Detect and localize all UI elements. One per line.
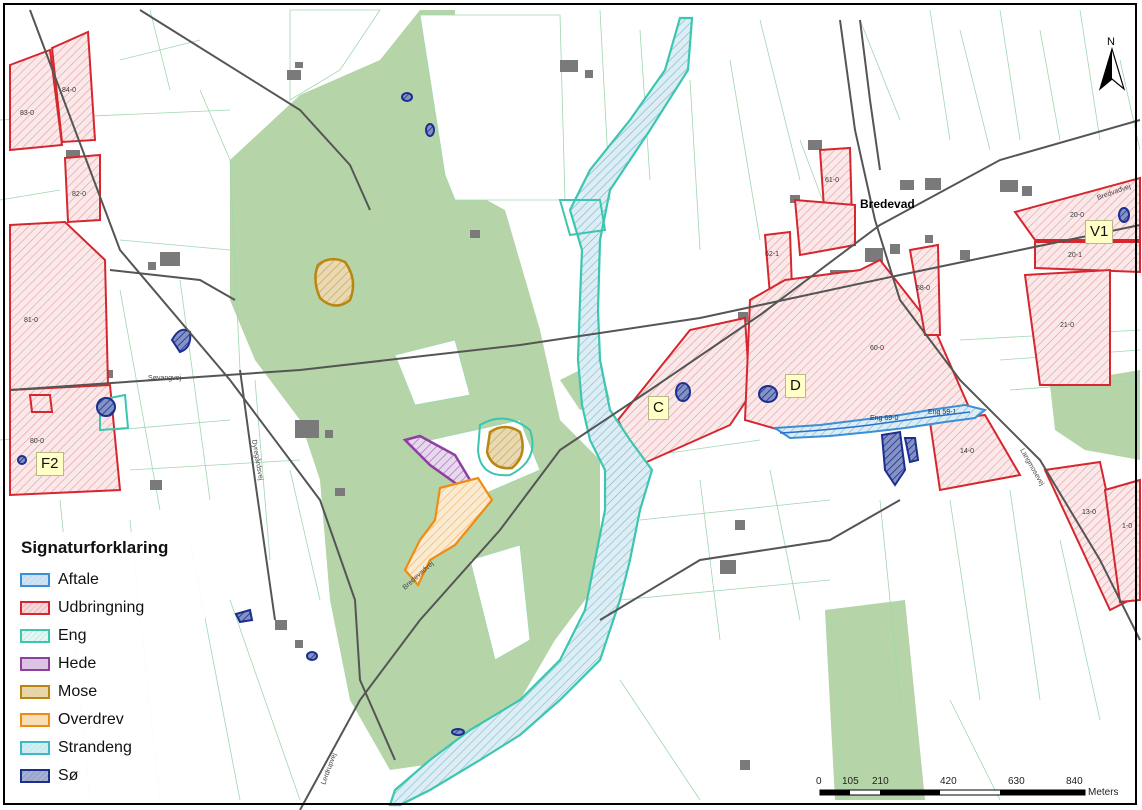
legend-item-eng: Eng bbox=[20, 626, 205, 648]
legend-label: Sø bbox=[58, 767, 79, 784]
scale-bar: 0 105 210 420 630 840 Meters bbox=[816, 776, 1119, 798]
svg-text:61-0: 61-0 bbox=[825, 177, 839, 184]
roads bbox=[9, 9, 1141, 810]
field-labels: 83-0 84-0 82-0 81-0 80-0 61-0 62-1 60-0 … bbox=[20, 87, 1132, 530]
svg-text:0: 0 bbox=[816, 776, 822, 787]
svg-text:1-0: 1-0 bbox=[1122, 523, 1132, 530]
legend-item-overdrev: Overdrev bbox=[20, 710, 205, 732]
svg-text:20-1: 20-1 bbox=[1068, 252, 1082, 259]
legend-label: Mose bbox=[58, 683, 98, 700]
legend-title: Signaturforklaring bbox=[21, 538, 169, 557]
legend-swatch bbox=[20, 657, 50, 671]
legend-item-udbringning: Udbringning bbox=[20, 598, 205, 620]
svg-text:83-0: 83-0 bbox=[20, 110, 34, 117]
svg-text:84-0: 84-0 bbox=[62, 87, 76, 94]
legend-swatch bbox=[20, 769, 50, 783]
svg-text:Meters: Meters bbox=[1088, 787, 1119, 798]
legend-label: Eng bbox=[58, 627, 87, 644]
legend-panel: Signaturforklaring Aftale Udbringning En… bbox=[10, 532, 205, 804]
svg-text:62-1: 62-1 bbox=[765, 251, 779, 258]
svg-text:105: 105 bbox=[842, 776, 859, 787]
legend-swatch bbox=[20, 713, 50, 727]
legend-swatch bbox=[20, 573, 50, 587]
svg-text:21-0: 21-0 bbox=[1060, 322, 1074, 329]
svg-text:N: N bbox=[1107, 36, 1115, 48]
svg-text:81-0: 81-0 bbox=[24, 317, 38, 324]
strandeng-river[interactable] bbox=[388, 16, 694, 807]
svg-text:82-0: 82-0 bbox=[72, 191, 86, 198]
pin-label-d[interactable]: D bbox=[785, 374, 806, 398]
svg-text:13-0: 13-0 bbox=[1082, 509, 1096, 516]
legend-label: Strandeng bbox=[58, 739, 132, 756]
legend-swatch bbox=[20, 629, 50, 643]
svg-text:420: 420 bbox=[940, 776, 957, 787]
legend-label: Aftale bbox=[58, 571, 99, 588]
overdrev-area[interactable] bbox=[403, 476, 494, 587]
pin-label-f2[interactable]: F2 bbox=[36, 452, 64, 476]
svg-text:Eng 69-0: Eng 69-0 bbox=[870, 415, 899, 422]
svg-text:840: 840 bbox=[1066, 776, 1083, 787]
legend-swatch bbox=[20, 601, 50, 615]
town-label: Bredevad bbox=[860, 197, 915, 211]
lakes[interactable] bbox=[17, 92, 1130, 736]
legend-swatch bbox=[20, 685, 50, 699]
pin-label-v1[interactable]: V1 bbox=[1085, 220, 1114, 244]
svg-text:80-0: 80-0 bbox=[30, 438, 44, 445]
legend-item-mose: Mose bbox=[20, 682, 205, 704]
svg-text:14-0: 14-0 bbox=[960, 448, 974, 455]
udbringning-fields[interactable] bbox=[9, 30, 1141, 612]
svg-text:68-0: 68-0 bbox=[916, 285, 930, 292]
svg-text:Eng 59-1: Eng 59-1 bbox=[928, 409, 957, 416]
north-arrow-icon: N bbox=[1098, 36, 1126, 91]
svg-text:20-0: 20-0 bbox=[1070, 212, 1084, 219]
svg-text:630: 630 bbox=[1008, 776, 1025, 787]
legend-item-hede: Hede bbox=[20, 654, 205, 676]
legend-item-aftale: Aftale bbox=[20, 570, 205, 592]
legend-item-so: Sø bbox=[20, 766, 205, 788]
legend-label: Overdrev bbox=[58, 711, 124, 728]
legend-label: Udbringning bbox=[58, 599, 145, 616]
legend-item-strandeng: Strandeng bbox=[20, 738, 205, 760]
svg-text:60-0: 60-0 bbox=[870, 345, 884, 352]
eng-areas[interactable] bbox=[99, 199, 607, 477]
legend-label: Hede bbox=[58, 655, 97, 672]
pin-label-c[interactable]: C bbox=[648, 396, 669, 420]
legend-swatch bbox=[20, 741, 50, 755]
svg-text:Søvangvej: Søvangvej bbox=[148, 375, 182, 382]
mose-areas[interactable] bbox=[314, 257, 524, 470]
svg-text:210: 210 bbox=[872, 776, 889, 787]
